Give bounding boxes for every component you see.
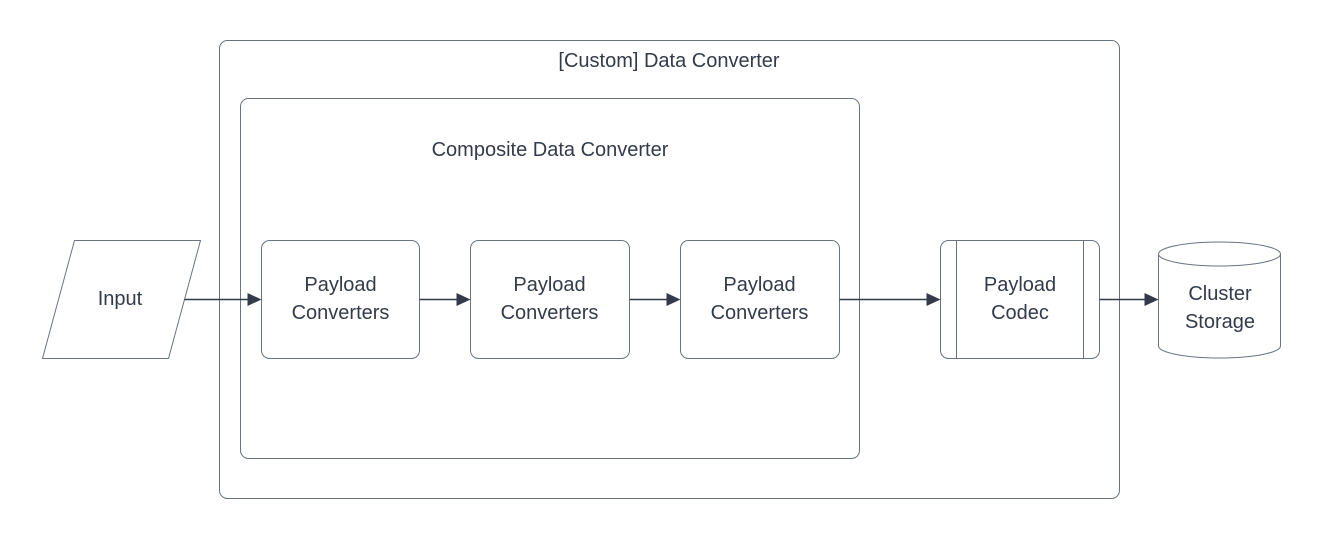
arrowhead-to-storage — [1144, 293, 1159, 306]
payload-codec-label: Payload Codec — [983, 274, 1057, 324]
composite-data-converter-container — [240, 98, 860, 459]
input-shape — [41, 240, 202, 359]
payload-converters-2-label: Payload Converters — [500, 274, 599, 324]
arrowhead-to-codec — [926, 293, 941, 306]
input-label: Input — [97, 288, 143, 310]
inner-group-title: Composite Data Converter — [431, 139, 669, 161]
outer-group-title: [Custom] Data Converter — [558, 50, 780, 72]
payload-converters-3-label: Payload Converters — [710, 274, 809, 324]
payload-converters-1-label: Payload Converters — [291, 274, 390, 324]
cluster-storage-ellipse-edge — [1158, 253, 1281, 267]
custom-data-converter-container — [219, 40, 1120, 499]
arrowhead-to-pc1 — [247, 293, 262, 306]
arrowhead-to-pc2 — [456, 293, 471, 306]
cluster-storage-shape — [1158, 241, 1281, 359]
arrowhead-to-pc3 — [666, 293, 681, 306]
cluster-storage-label: Cluster Storage — [1184, 283, 1256, 333]
